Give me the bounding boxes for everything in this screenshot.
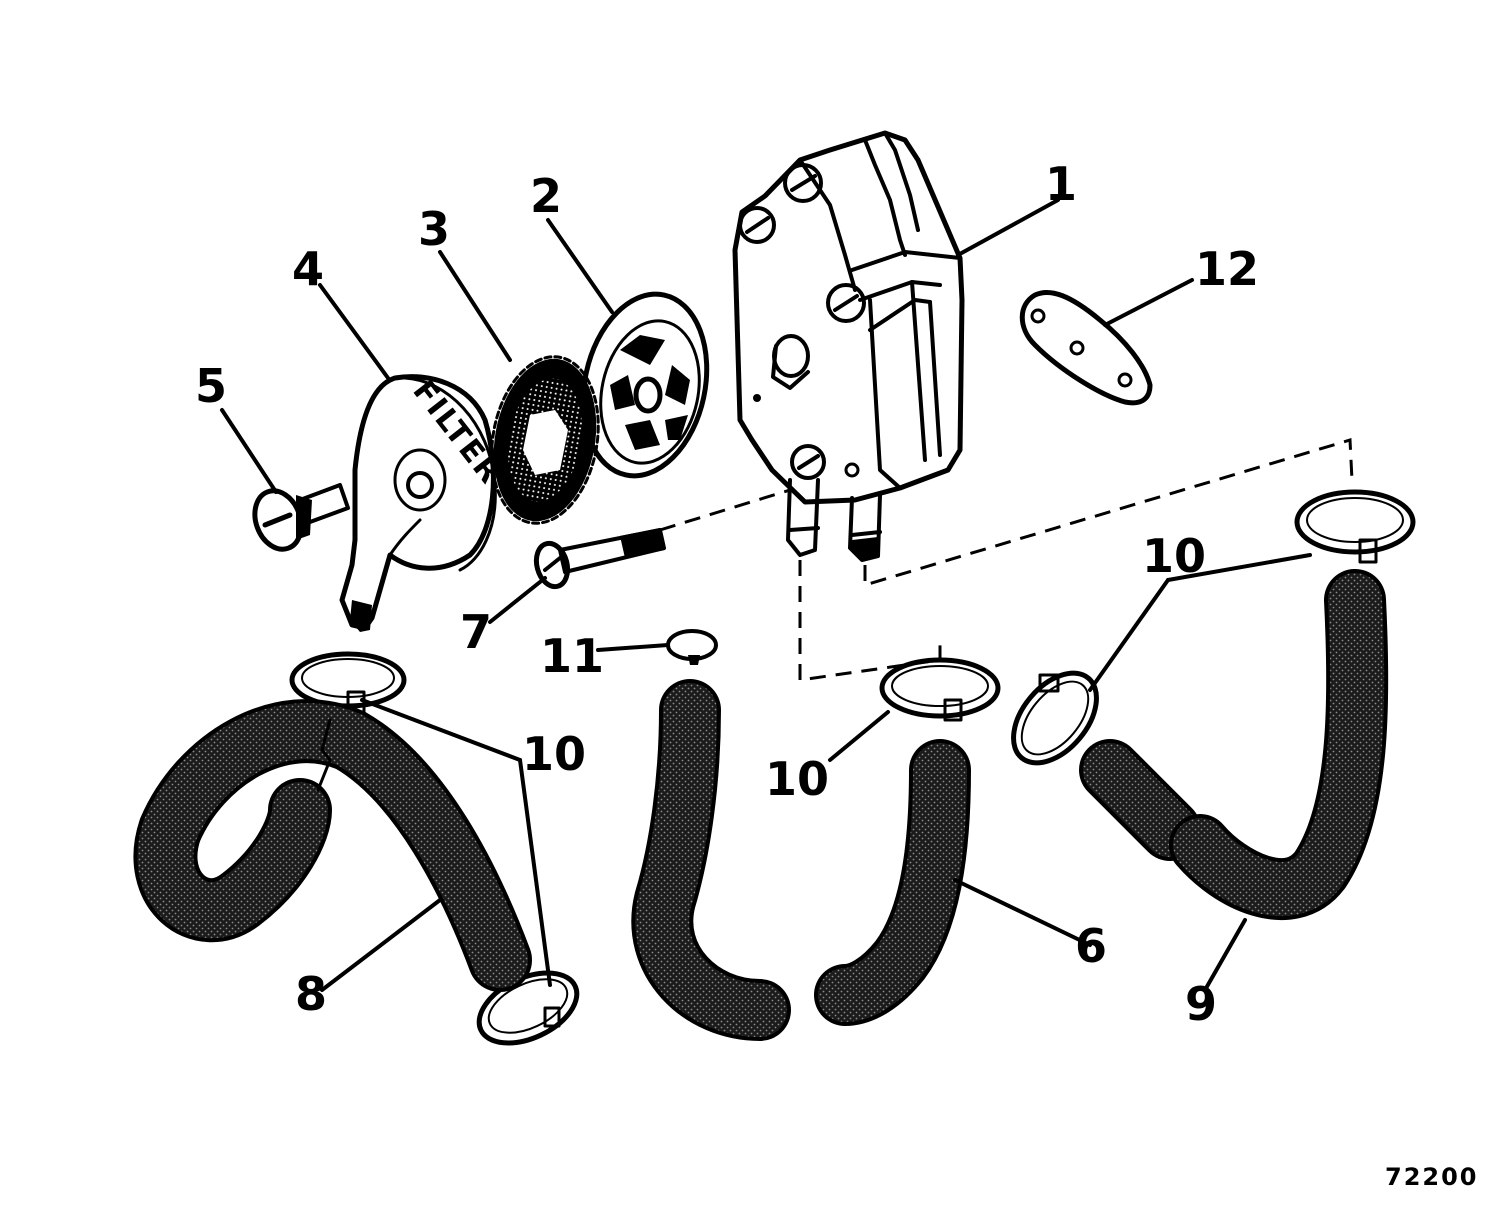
callout-7: 7 — [460, 605, 492, 659]
callout-6: 6 — [1075, 919, 1107, 973]
callout-11: 11 — [540, 629, 604, 683]
hose-short-right — [1079, 739, 1201, 861]
pump-screw — [790, 444, 826, 480]
leader-lines — [220, 198, 1312, 992]
filter-plate — [580, 291, 710, 479]
hose-9 — [1169, 569, 1389, 920]
small-clamp — [666, 629, 718, 665]
hose-center-left — [631, 679, 791, 1041]
callout-3: 3 — [418, 202, 450, 256]
hose-clamp-right-tilted — [1011, 670, 1099, 766]
callout-numbers: 1 12 2 3 4 5 7 11 10 10 10 6 9 8 — [195, 157, 1259, 1031]
filter-element — [490, 355, 600, 525]
assembly-lines — [659, 438, 1354, 682]
callout-8: 8 — [295, 967, 327, 1021]
hose-6 — [814, 739, 971, 1026]
callout-5: 5 — [195, 359, 227, 413]
thumb-screw — [252, 483, 350, 552]
pump-screw — [738, 206, 776, 244]
pump-gasket — [1019, 289, 1153, 406]
callout-10-center: 10 — [765, 752, 829, 806]
callout-10-right: 10 — [1142, 529, 1206, 583]
fuel-pump-body — [732, 130, 965, 562]
callout-1: 1 — [1045, 157, 1077, 211]
callout-10-left: 10 — [522, 727, 586, 781]
callout-2: 2 — [530, 169, 562, 223]
hose-8 — [133, 699, 532, 992]
hose-clamp-upper-right — [1294, 489, 1416, 564]
pump-screw — [783, 163, 823, 203]
filter-cover: FILTER — [339, 374, 508, 632]
long-screw — [533, 528, 666, 590]
pump-screw — [826, 283, 866, 323]
callout-12: 12 — [1195, 242, 1259, 296]
hose-clamp-center — [879, 657, 1001, 722]
callout-4: 4 — [292, 242, 324, 296]
callout-9: 9 — [1185, 977, 1217, 1031]
figure-number: 72200 — [1385, 1163, 1479, 1191]
